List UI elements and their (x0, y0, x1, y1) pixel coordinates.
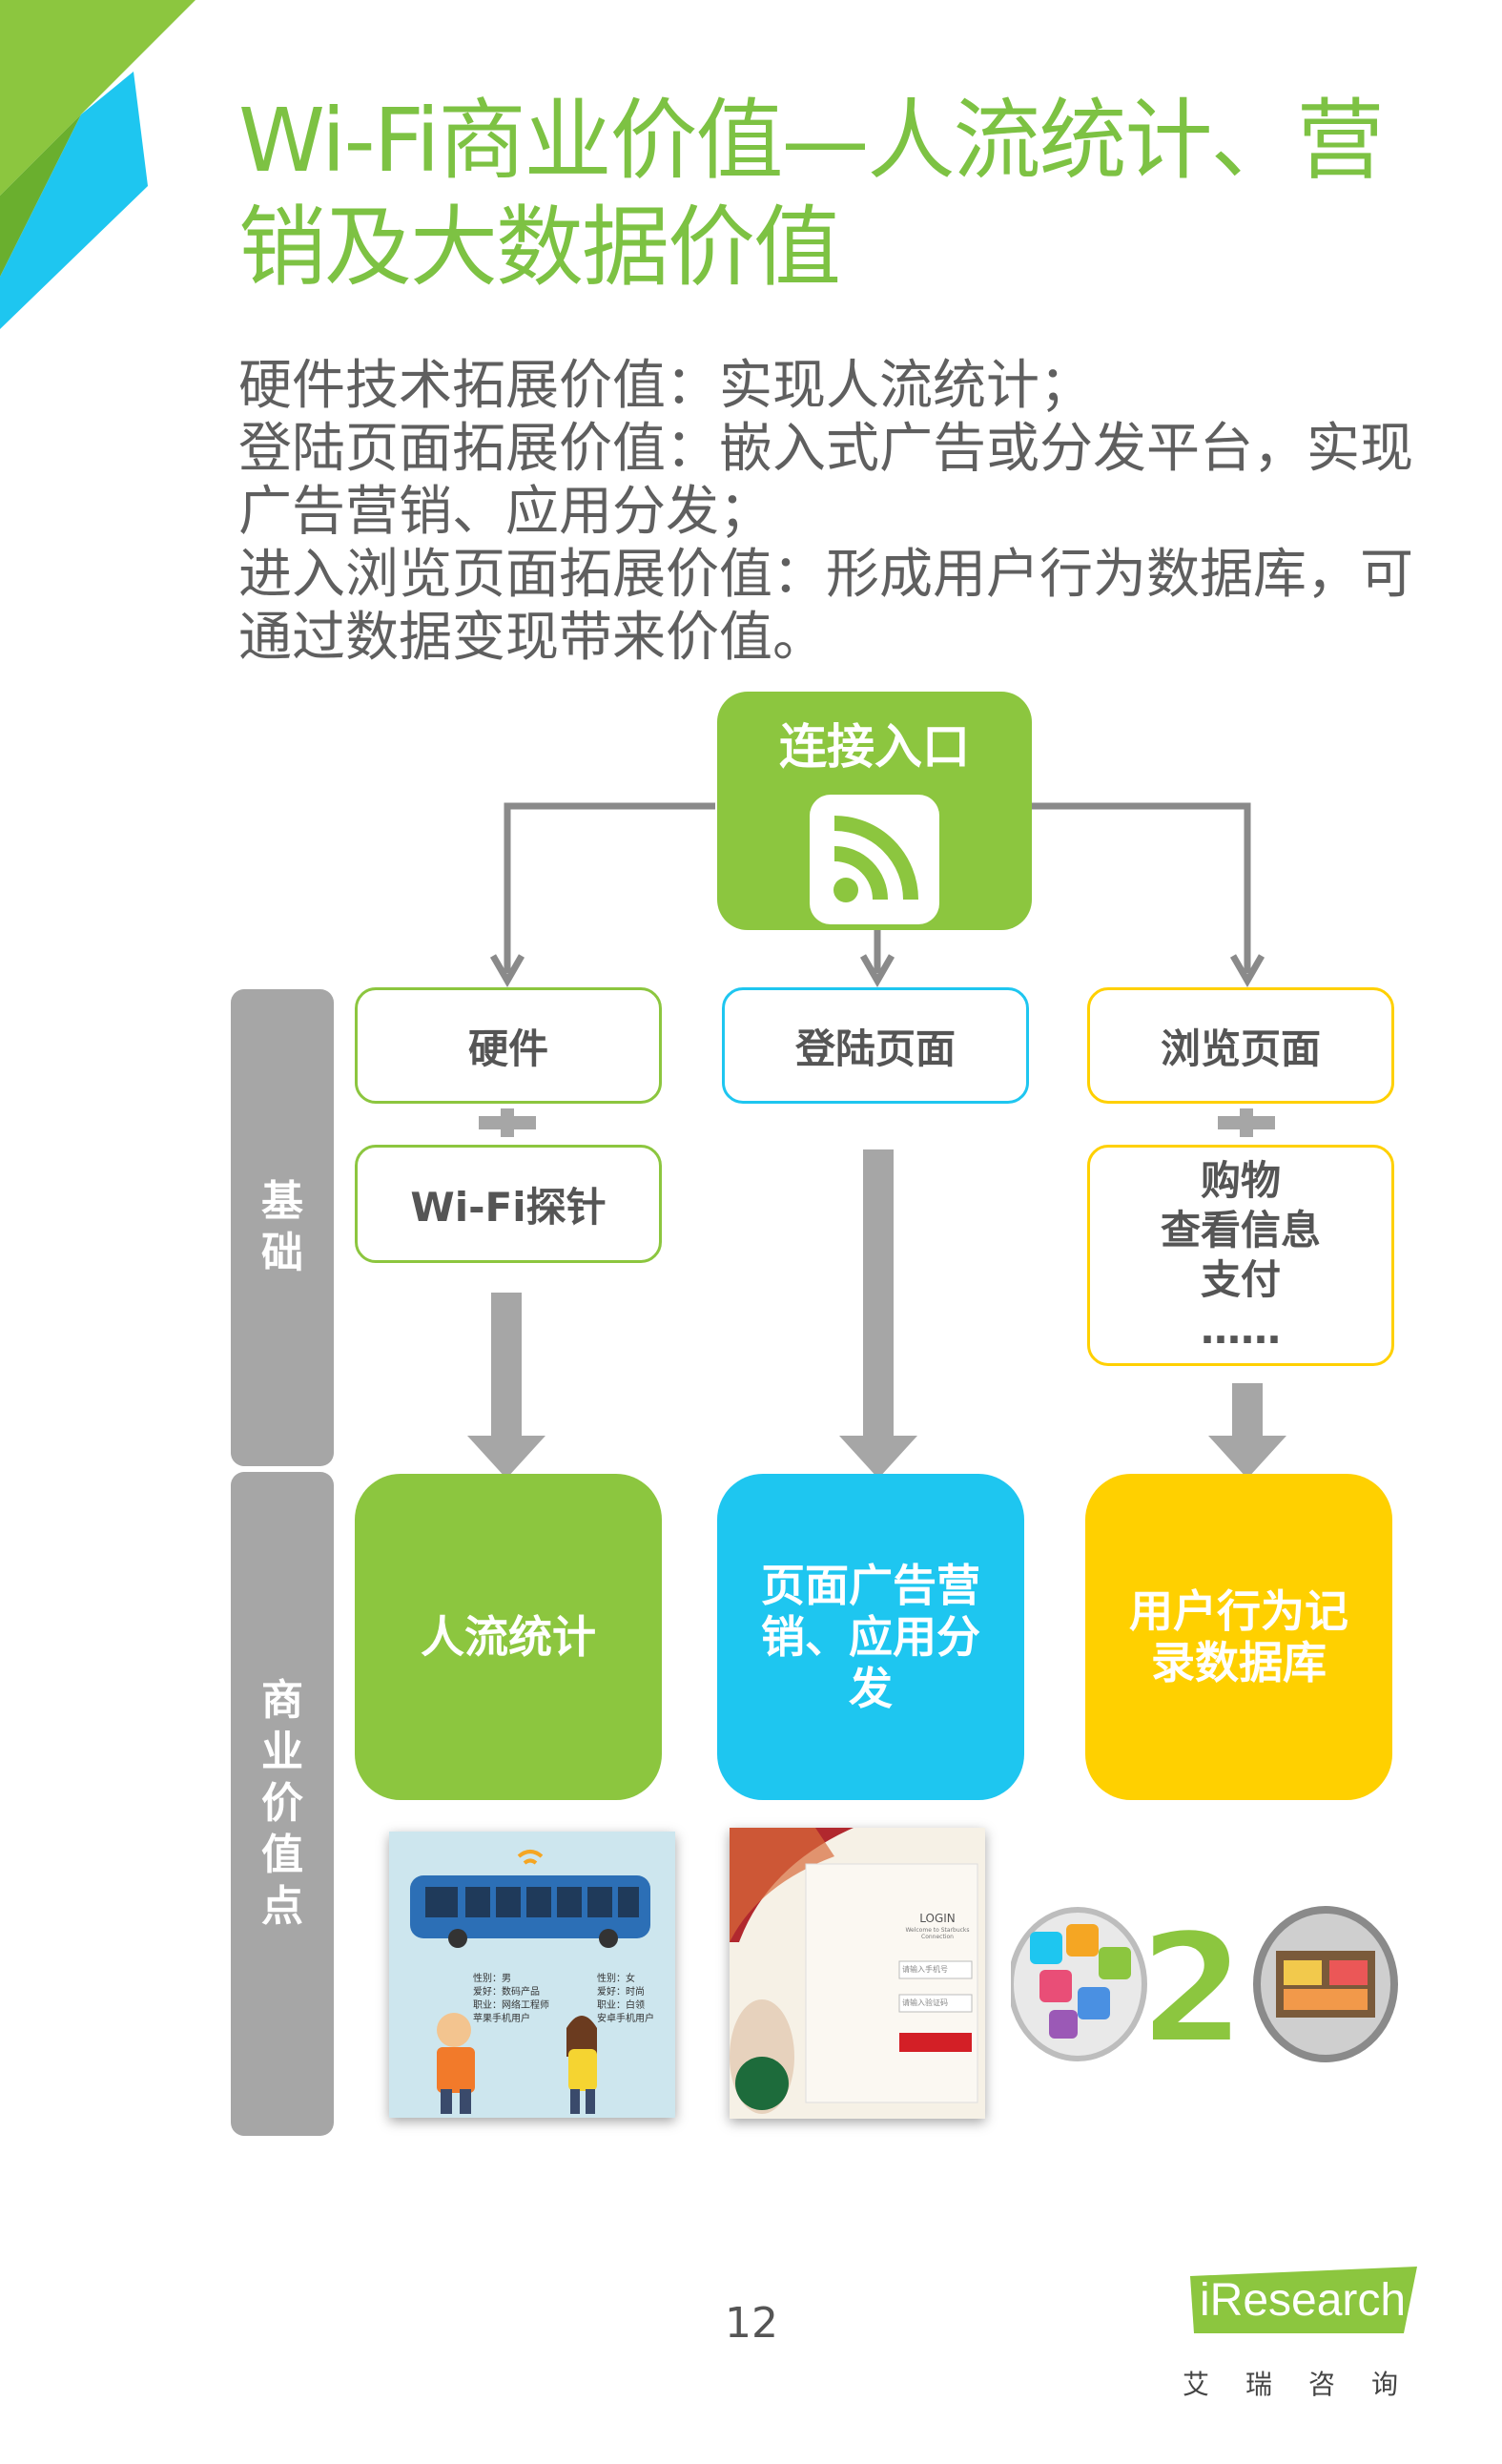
footfall-illustration: 性别：男 爱好：数码产品 职业：网络工程师 苹果手机用户 性别：女 爱好：时尚 … (389, 1832, 675, 2118)
tag-line: 苹果手机用户 (473, 2014, 530, 2024)
tag-line: 性别：男 (473, 1974, 511, 1984)
side-label-base: 基础 (231, 989, 334, 1466)
intro-line: 进入浏览页面拓展价值：形成用户行为数据库，可通过数据变现带来价值。 (238, 544, 1413, 669)
tag-line: 爱好：时尚 (597, 1987, 645, 1998)
male-user-tags: 性别：男 爱好：数码产品 职业：网络工程师 苹果手机用户 (473, 1973, 549, 2026)
brand-name: iResearch (1200, 2275, 1407, 2326)
female-user-tags: 性别：女 爱好：时尚 职业：白领 安卓手机用户 (597, 1973, 654, 2026)
page-number: 12 (725, 2299, 778, 2348)
phone-input: 请输入手机号 (902, 1965, 948, 1974)
browse-detail-item: 支付 (1200, 1256, 1281, 1303)
code-input: 请输入验证码 (902, 1998, 948, 2007)
tag-line: 爱好：数码产品 (473, 1987, 540, 1998)
hardware-box: 硬件 (355, 987, 662, 1104)
browse-detail-item: …… (1201, 1306, 1281, 1353)
tag-line: 安卓手机用户 (597, 2014, 654, 2024)
page-title: Wi-Fi商业价值—人流统计、营销及大数据价值 (238, 90, 1385, 299)
tag-line: 职业：白领 (597, 2000, 645, 2011)
user-behavior-db-box: 用户行为记录数据库 (1085, 1474, 1392, 1800)
ad-marketing-box: 页面广告营销、应用分发 (717, 1474, 1024, 1800)
intro-line: 登陆页面拓展价值：嵌入式广告或分发平台，实现广告营销、应用分发； (238, 418, 1413, 543)
login-page-illustration: LOGIN Welcome to Starbucks Connection 请输… (730, 1828, 985, 2119)
login-heading: LOGIN (919, 1912, 956, 1925)
corner-decoration (0, 0, 195, 329)
wifi-rss-icon (810, 795, 939, 924)
connection-entry-label: 连接入口 (779, 719, 970, 775)
side-label-business-value: 商业价值点 (231, 1472, 334, 2136)
intro-text: 硬件技术拓展价值：实现人流统计； 登陆页面拓展价值：嵌入式广告或分发平台，实现广… (238, 355, 1440, 670)
browse-detail-box: 购物 查看信息 支付 …… (1087, 1145, 1394, 1366)
login-welcome: Welcome to Starbucks Connection (905, 1927, 970, 1940)
svg-text:2: 2 (1139, 1899, 1245, 2065)
tag-line: 职业：网络工程师 (473, 2000, 549, 2011)
login-page-box: 登陆页面 (722, 987, 1029, 1104)
intro-line: 硬件技术拓展价值：实现人流统计； (238, 355, 1093, 417)
brand-name-cn: 艾瑞咨询 (1183, 2369, 1435, 2400)
browse-page-box: 浏览页面 (1087, 987, 1394, 1104)
tag-line: 性别：女 (597, 1974, 635, 1984)
browse-detail-item: 查看信息 (1160, 1207, 1321, 1253)
connection-entry-box: 连接入口 (717, 692, 1032, 930)
o2o-illustration: 2 (1011, 1846, 1402, 2065)
wifi-probe-box: Wi-Fi探针 (355, 1145, 662, 1263)
footfall-stats-box: 人流统计 (355, 1474, 662, 1800)
diagram-connectors (467, 802, 1286, 1479)
iresearch-logo: iResearch (1190, 2267, 1417, 2333)
browse-detail-item: 购物 (1200, 1157, 1281, 1204)
